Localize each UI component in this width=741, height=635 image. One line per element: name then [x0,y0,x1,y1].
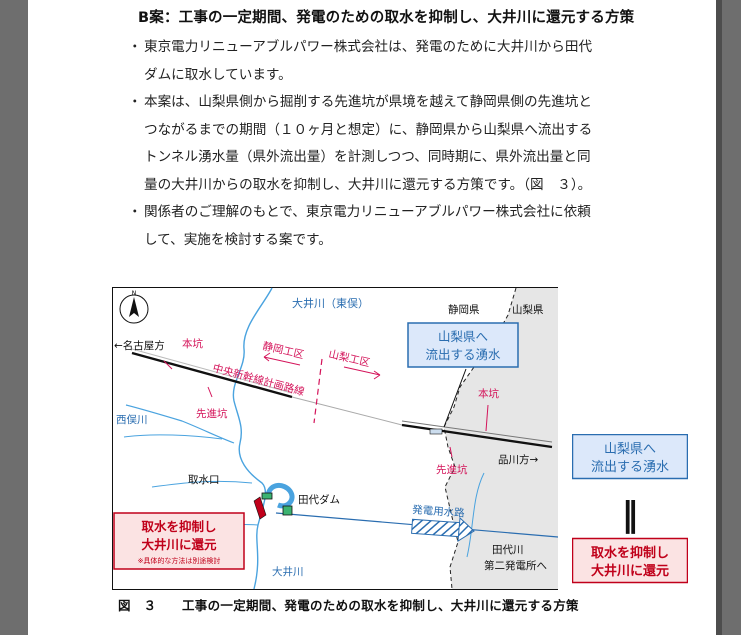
label-to-shinagawa: 品川方→ [498,453,538,466]
side-summary-svg: 山梨県へ 流出する湧水 ‖ 取水を抑制し 大井川に還元 [572,434,688,584]
side-outflow-box [572,434,688,480]
planned-route [291,396,403,426]
side-return-line: 大井川に還元 [591,563,669,579]
nishimata-river [125,404,235,444]
outflow-pointer [443,368,467,428]
bullet-line: 関係者のご理解のもとで、東京電力リニューアブルパワー株式会社に依頼 [144,204,591,220]
north-arrow-icon [129,297,139,317]
river-branch [123,434,223,440]
river-branch [466,472,485,558]
shizuoka-section-arrow [263,352,301,366]
side-return-box [572,537,688,584]
bullet-item: ・ 関係者のご理解のもとで、東京電力リニューアブルパワー株式会社に依頼 して、実… [128,199,628,254]
figure-caption: 図 ３ 工事の一定期間、発電のための取水を抑制し、大井川に還元する方策 [118,598,579,613]
label-yamanashi-pref: 山梨県 [512,303,544,316]
label-oigawa-higashimata: 大井川（東俣） [292,296,369,310]
bullet-line: 本案は、山梨県側から掘削する先進坑が県境を越えて静岡県側の先進坑と [144,94,592,110]
senshinko-right [401,420,553,443]
north-label: N [132,290,137,297]
bullet-line: して、実施を検討する案です。 [144,231,332,248]
bullet-line: トンネル湧水量（県外流出量）を計測しつつ、同時期に、県外流出量と同 [144,149,591,165]
label-power-station: 第二発電所へ [484,559,547,572]
dam-icon [282,505,293,516]
side-outflow-line: 流出する湧水 [591,459,669,475]
bullet-line: 量の大井川からの取水を抑制し、大井川に還元する方策です。（図 ３）。 [144,176,592,193]
outflow-box-line: 山梨県へ [438,329,488,344]
section-boundary [313,358,323,424]
bullet-mark: ・ [128,204,142,220]
return-box-line: 大井川に還元 [141,537,217,552]
leader-line [449,446,453,458]
bullet-line: つながるまでの期間（１０ヶ月と想定）に、静岡県から山梨県へ流出する [144,121,593,138]
label-to-nagoya: ←名古屋方 [114,339,165,352]
honko-tunnel-right [401,423,553,449]
yamanashi-section-arrow [343,366,381,380]
bullet-item: ・ 東京電力リニューアブルパワー株式会社は、発電のために大井川から田代 ダムに取… [128,34,628,89]
river-branch [151,480,253,488]
label-senshinko-left: 先進坑 [196,407,228,420]
power-channel-arrow [411,518,461,538]
label-power-channel: 発電用水路 [412,503,466,520]
label-intake: 取水口 [188,474,220,486]
return-box [113,512,245,570]
label-honko-left: 本坑 [182,337,203,350]
document-page: B案：工事の一定期間、発電のための取水を抑制し、大井川に還元する方策 ・ 東京電… [28,0,716,635]
outflow-box [407,322,519,368]
label-shizuoka-pref: 静岡県 [448,303,480,316]
equals-sign: ‖ [622,495,639,535]
bullet-mark: ・ [128,94,142,110]
bullet-mark: ・ [128,39,142,55]
senshinko-left [131,348,293,394]
label-tashiro-dam: 田代ダム [298,493,340,506]
figure-map: N 大井川（東俣） 静岡県 山梨県 ←名古屋方 本坑 中央新幹線計画路線 静岡工… [112,287,558,590]
honko-tunnel-left [131,351,293,399]
side-outflow-line: 山梨県へ [604,442,656,457]
outflow-box-line: 流出する湧水 [425,347,501,362]
bullet-line: ダムに取水しています。 [144,66,292,83]
leader-line [485,404,489,432]
intake-icon [261,492,273,500]
map-svg: N 大井川（東俣） 静岡県 山梨県 ←名古屋方 本坑 中央新幹線計画路線 静岡工… [112,287,558,590]
leader-line [163,360,173,370]
dam-reservoir [265,483,295,509]
return-box-line: 取水を抑制し [141,519,216,534]
label-tashirogawa: 田代川 [492,544,524,556]
return-box-note: ※具体的な方法は別途検討 [138,556,221,565]
label-oigawa: 大井川 [272,565,304,578]
label-honko-right: 本坑 [478,387,499,400]
leader-line [207,386,213,398]
side-return-line: 取水を抑制し [591,545,669,561]
section-heading: B案：工事の一定期間、発電のための取水を抑制し、大井川に還元する方策 [138,10,635,26]
bullet-line: 東京電力リニューアブルパワー株式会社は、発電のために大井川から田代 [144,39,593,55]
return-marker [253,496,267,520]
label-nishimatagawa: 西俣川 [116,413,148,426]
power-channel-arrowhead [457,516,475,542]
page-shadow [716,0,722,635]
bullet-item: ・ 本案は、山梨県側から掘削する先進坑が県境を越えて静岡県側の先進坑と つながる… [128,89,628,199]
tunnel-portal [429,428,443,435]
bullet-list: ・ 東京電力リニューアブルパワー株式会社は、発電のために大井川から田代 ダムに取… [128,34,628,254]
label-senshinko-right: 先進坑 [436,463,468,476]
